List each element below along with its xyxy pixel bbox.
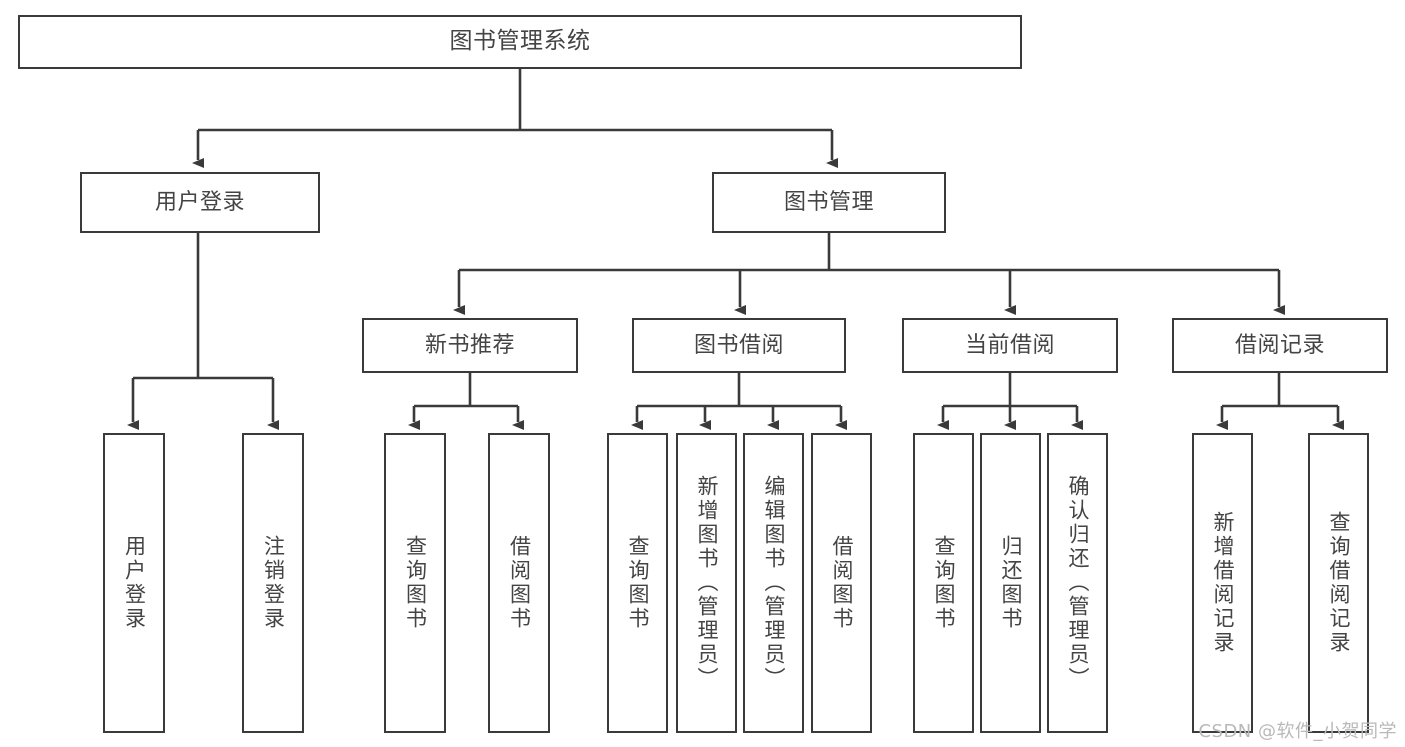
node-label: 查询图书 [932, 535, 956, 631]
node-label: 新书推荐 [424, 332, 515, 358]
leaf-book-borrow-add-book[interactable]: 新增图书（管理员） [676, 433, 737, 733]
leaf-user-login-login[interactable]: 用户登录 [103, 433, 165, 733]
node-label: 查询图书 [403, 535, 428, 631]
node-label: 借阅记录 [1234, 332, 1325, 358]
node-label: 用户登录 [122, 535, 147, 631]
node-label: 确认归还（管理员） [1066, 475, 1090, 691]
node-label: 新增图书（管理员） [695, 475, 719, 691]
node-user-login[interactable]: 用户登录 [80, 172, 320, 233]
node-label: 图书管理 [783, 189, 874, 215]
node-label: 编辑图书（管理员） [762, 475, 786, 691]
node-label: 用户登录 [154, 189, 245, 215]
leaf-new-book-query-book[interactable]: 查询图书 [384, 433, 446, 733]
node-book-management[interactable]: 图书管理 [712, 172, 946, 233]
leaf-user-login-logout[interactable]: 注销登录 [242, 433, 304, 733]
leaf-borrow-record-add-record[interactable]: 新增借阅记录 [1192, 433, 1253, 733]
node-label: 新增借阅记录 [1211, 511, 1235, 655]
node-label: 当前借阅 [964, 332, 1055, 358]
leaf-current-borrow-query-book[interactable]: 查询图书 [913, 433, 974, 733]
node-label: 借阅图书 [830, 535, 854, 631]
node-label: 注销登录 [261, 535, 286, 631]
node-label: 查询借阅记录 [1327, 511, 1351, 655]
node-label: 查询图书 [626, 535, 650, 631]
node-label: 借阅图书 [507, 535, 532, 631]
leaf-book-borrow-query-book[interactable]: 查询图书 [607, 433, 668, 733]
node-root-system[interactable]: 图书管理系统 [18, 15, 1022, 69]
leaf-borrow-record-query-record[interactable]: 查询借阅记录 [1308, 433, 1369, 733]
node-label: 图书管理系统 [449, 28, 591, 55]
leaf-book-borrow-edit-book[interactable]: 编辑图书（管理员） [743, 433, 804, 733]
node-current-borrow[interactable]: 当前借阅 [902, 318, 1118, 373]
node-label: 归还图书 [999, 535, 1023, 631]
node-new-book-recommend[interactable]: 新书推荐 [362, 318, 578, 373]
node-book-borrow[interactable]: 图书借阅 [632, 318, 846, 373]
leaf-new-book-borrow-book[interactable]: 借阅图书 [488, 433, 550, 733]
node-borrow-record[interactable]: 借阅记录 [1172, 318, 1388, 373]
leaf-current-borrow-confirm-return[interactable]: 确认归还（管理员） [1047, 433, 1108, 733]
leaf-current-borrow-return-book[interactable]: 归还图书 [980, 433, 1041, 733]
leaf-book-borrow-borrow-book[interactable]: 借阅图书 [811, 433, 872, 733]
node-label: 图书借阅 [693, 332, 784, 358]
